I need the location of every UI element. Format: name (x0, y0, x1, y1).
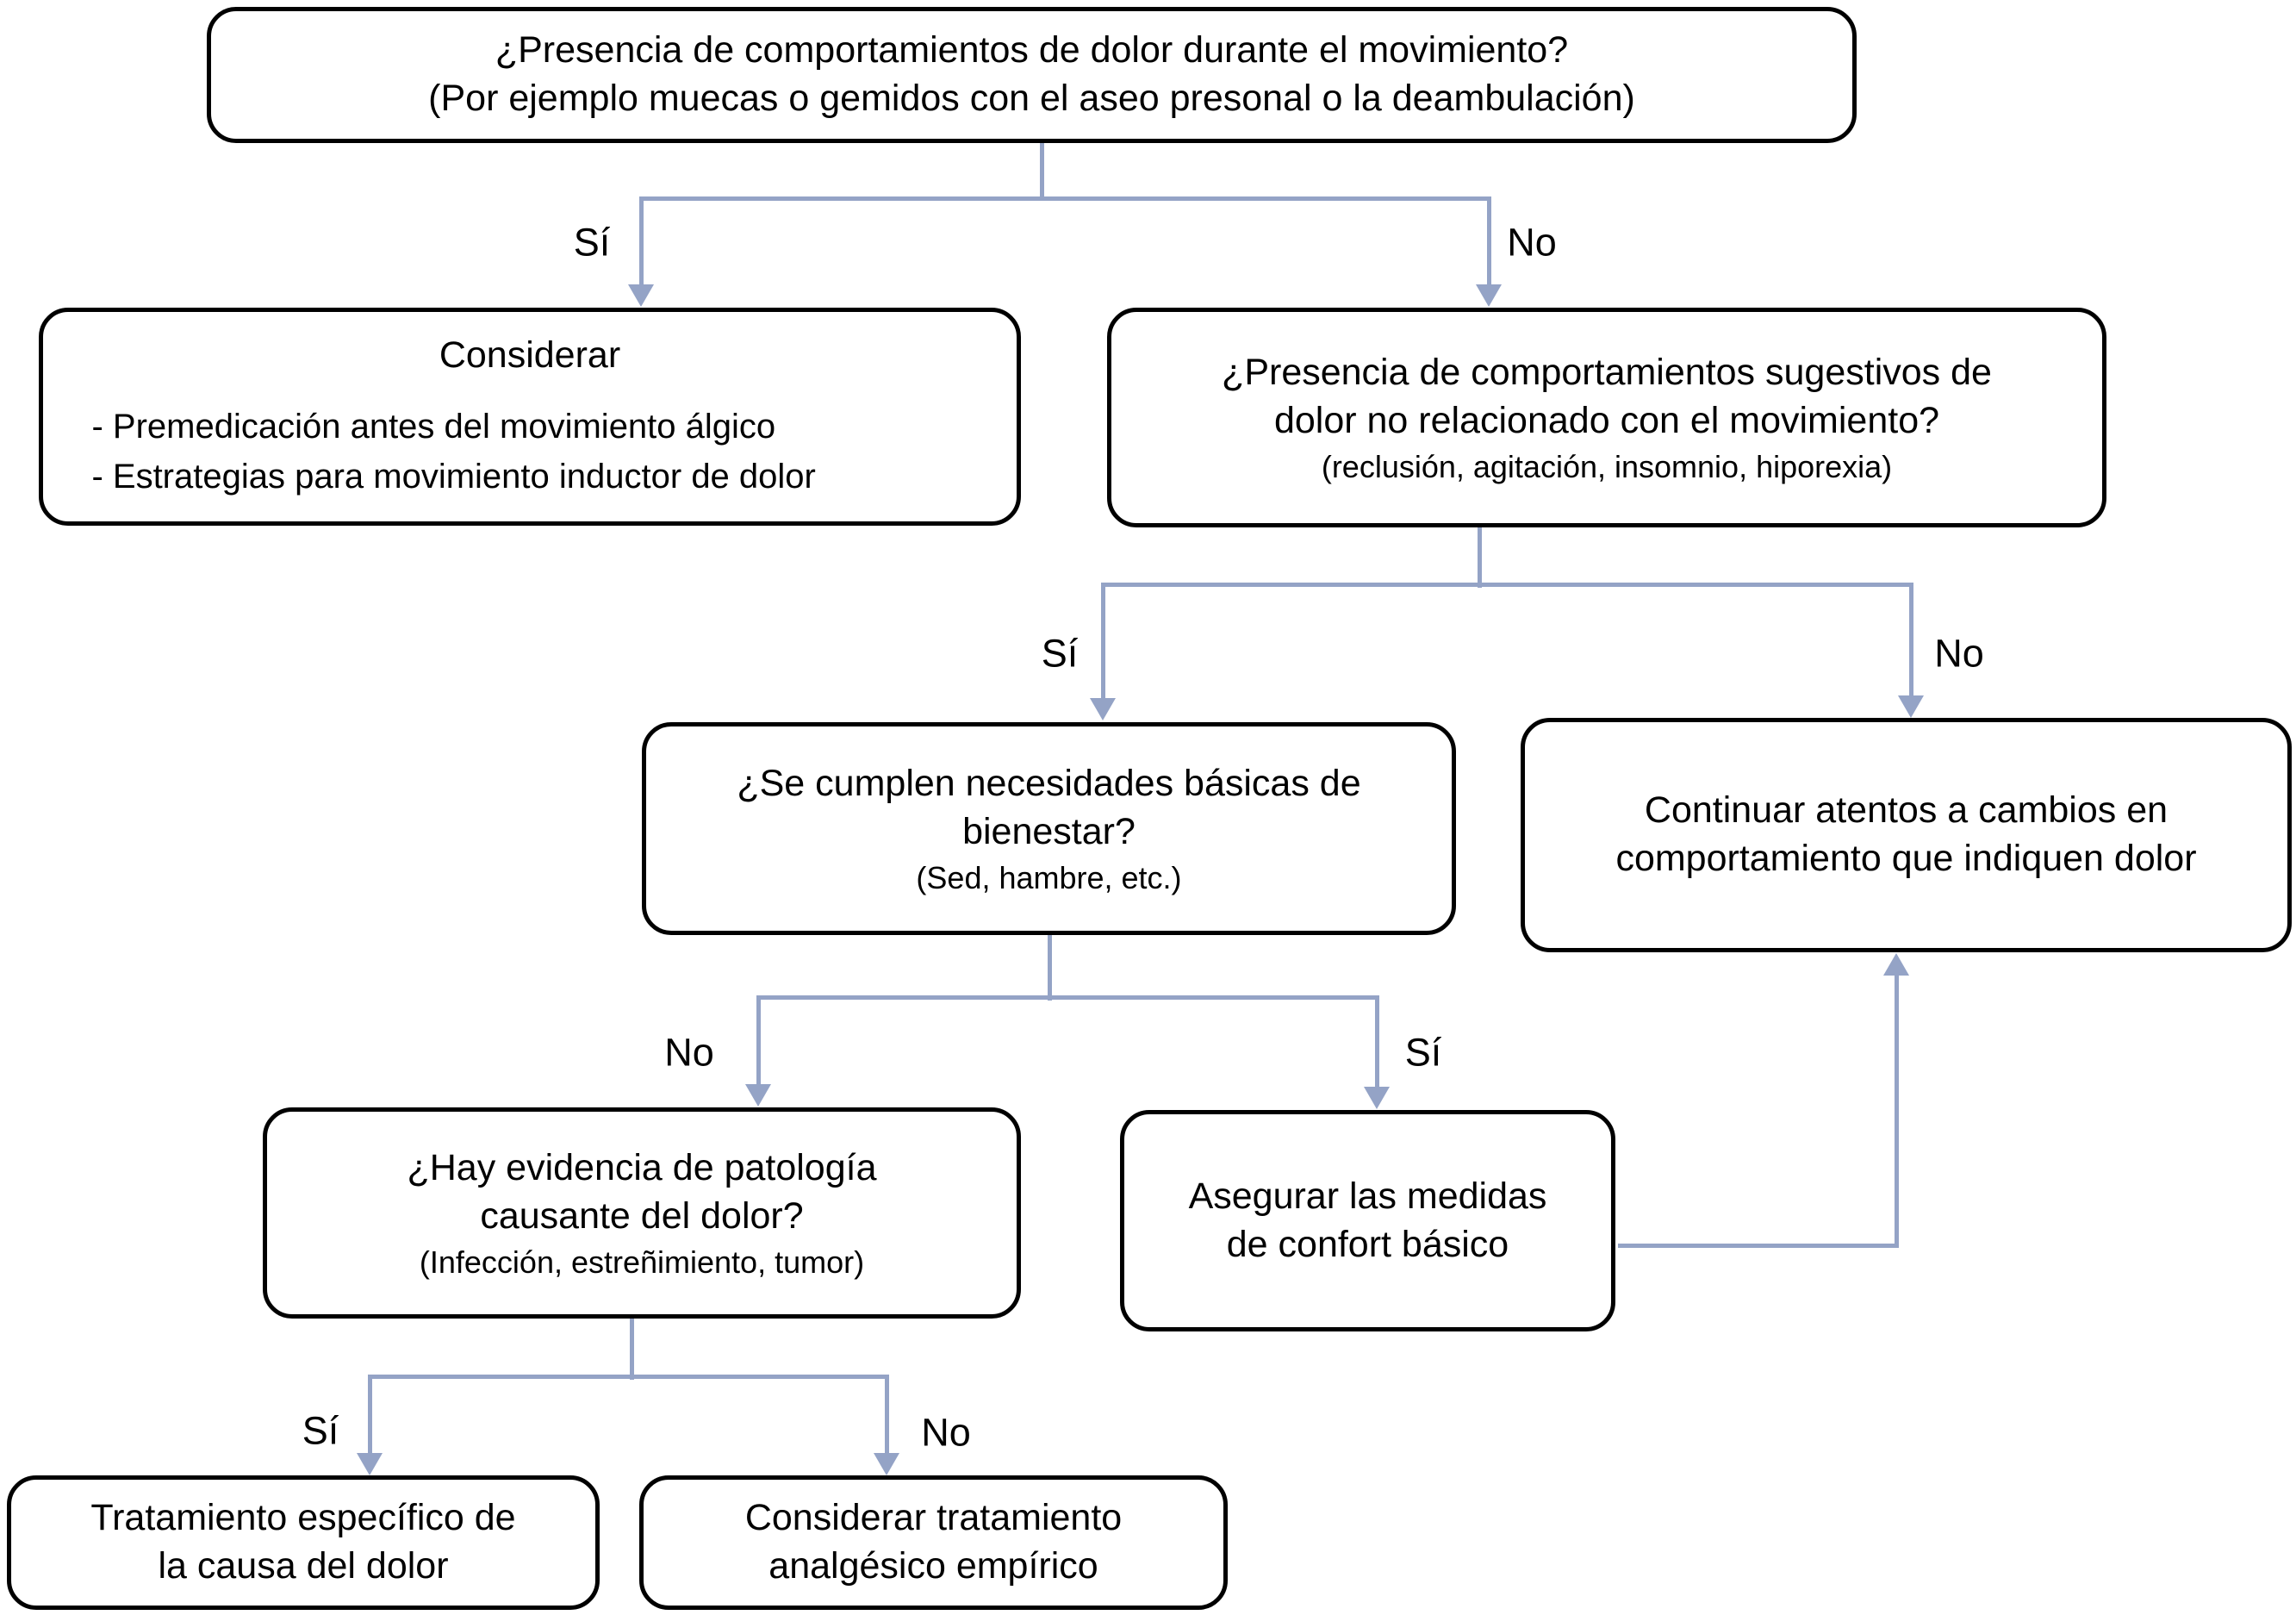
connector-b3-crossbar (756, 995, 1378, 1000)
node-considerar: Considerar - Premedicación antes del mov… (39, 308, 1021, 526)
node-pathology-evidence-text: ¿Hay evidencia de patología causante del… (407, 1147, 877, 1237)
node-empirical-treatment-text: Considerar tratamiento analgésico empíri… (744, 1497, 1123, 1587)
connector-b3-right-leg (1375, 995, 1379, 1088)
node-pathology-evidence-note: (Infección, estreñimiento, tumor) (419, 1244, 865, 1280)
node-considerar-bullet-2: - Estrategias para movimiento inductor d… (91, 458, 816, 496)
connector-b2-stem (1478, 527, 1482, 588)
connector-b1-stem (1040, 143, 1044, 201)
arrowhead-b1-left (628, 284, 654, 307)
connector-b4-left-leg (368, 1375, 372, 1455)
connector-b1-right-leg (1487, 196, 1491, 286)
node-considerar-title: Considerar (439, 334, 621, 376)
node-pain-during-movement-text: ¿Presencia de comportamientos de dolor d… (428, 29, 1635, 119)
connector-comfort-vertical (1895, 974, 1899, 1248)
arrowhead-b4-left (357, 1453, 383, 1475)
arrowhead-b3-left (745, 1084, 771, 1107)
branch3-label-no: No (661, 1031, 718, 1074)
connector-comfort-horizontal (1618, 1244, 1899, 1248)
node-specific-treatment: Tratamiento específico de la causa del d… (7, 1475, 600, 1610)
branch4-label-yes: Sí (298, 1409, 343, 1452)
connector-b4-crossbar (368, 1375, 888, 1379)
branch2-label-yes: Sí (1037, 632, 1082, 675)
branch3-label-yes: Sí (1401, 1031, 1446, 1074)
node-basic-needs-text: ¿Se cumplen necesidades básicas de biene… (737, 763, 1361, 852)
connector-b2-crossbar (1101, 583, 1913, 587)
arrowhead-comfort-up (1883, 953, 1909, 976)
node-specific-treatment-text: Tratamiento específico de la causa del d… (90, 1497, 516, 1587)
node-continue-watch: Continuar atentos a cambios en comportam… (1521, 718, 2292, 952)
arrowhead-b3-right (1364, 1087, 1390, 1109)
node-pain-not-movement: ¿Presencia de comportamientos sugestivos… (1107, 308, 2106, 527)
node-pain-not-movement-text: ¿Presencia de comportamientos sugestivos… (1222, 352, 1992, 441)
connector-b4-stem (630, 1319, 634, 1380)
branch2-label-no: No (1931, 632, 1988, 675)
node-empirical-treatment: Considerar tratamiento analgésico empíri… (639, 1475, 1228, 1610)
node-pain-not-movement-note: (reclusión, agitación, insomnio, hiporex… (1321, 448, 1893, 484)
node-considerar-bullets: - Premedicación antes del movimiento álg… (91, 402, 968, 502)
node-pain-during-movement: ¿Presencia de comportamientos de dolor d… (207, 7, 1857, 143)
node-considerar-bullet-1: - Premedicación antes del movimiento álg… (91, 408, 776, 446)
connector-b1-left-leg (639, 196, 644, 286)
connector-b4-right-leg (885, 1375, 889, 1455)
connector-b2-left-leg (1101, 583, 1105, 700)
branch1-label-yes: Sí (569, 221, 614, 264)
connector-b2-right-leg (1909, 583, 1913, 697)
arrowhead-b4-right (874, 1453, 899, 1475)
arrowhead-b2-left (1090, 698, 1116, 720)
node-basic-needs-note: (Sed, hambre, etc.) (916, 859, 1182, 895)
node-comfort-measures-text: Asegurar las medidas de confort básico (1188, 1175, 1547, 1265)
connector-b1-crossbar (639, 196, 1491, 201)
connector-b3-stem (1048, 935, 1052, 1001)
arrowhead-b1-right (1476, 284, 1502, 307)
node-pathology-evidence: ¿Hay evidencia de patología causante del… (263, 1107, 1021, 1319)
branch4-label-no: No (918, 1411, 974, 1454)
node-continue-watch-text: Continuar atentos a cambios en comportam… (1615, 789, 2197, 879)
connector-b3-left-leg (756, 995, 761, 1086)
node-comfort-measures: Asegurar las medidas de confort básico (1120, 1110, 1615, 1331)
node-basic-needs: ¿Se cumplen necesidades básicas de biene… (642, 722, 1456, 935)
arrowhead-b2-right (1898, 695, 1924, 718)
branch1-label-no: No (1503, 221, 1560, 264)
